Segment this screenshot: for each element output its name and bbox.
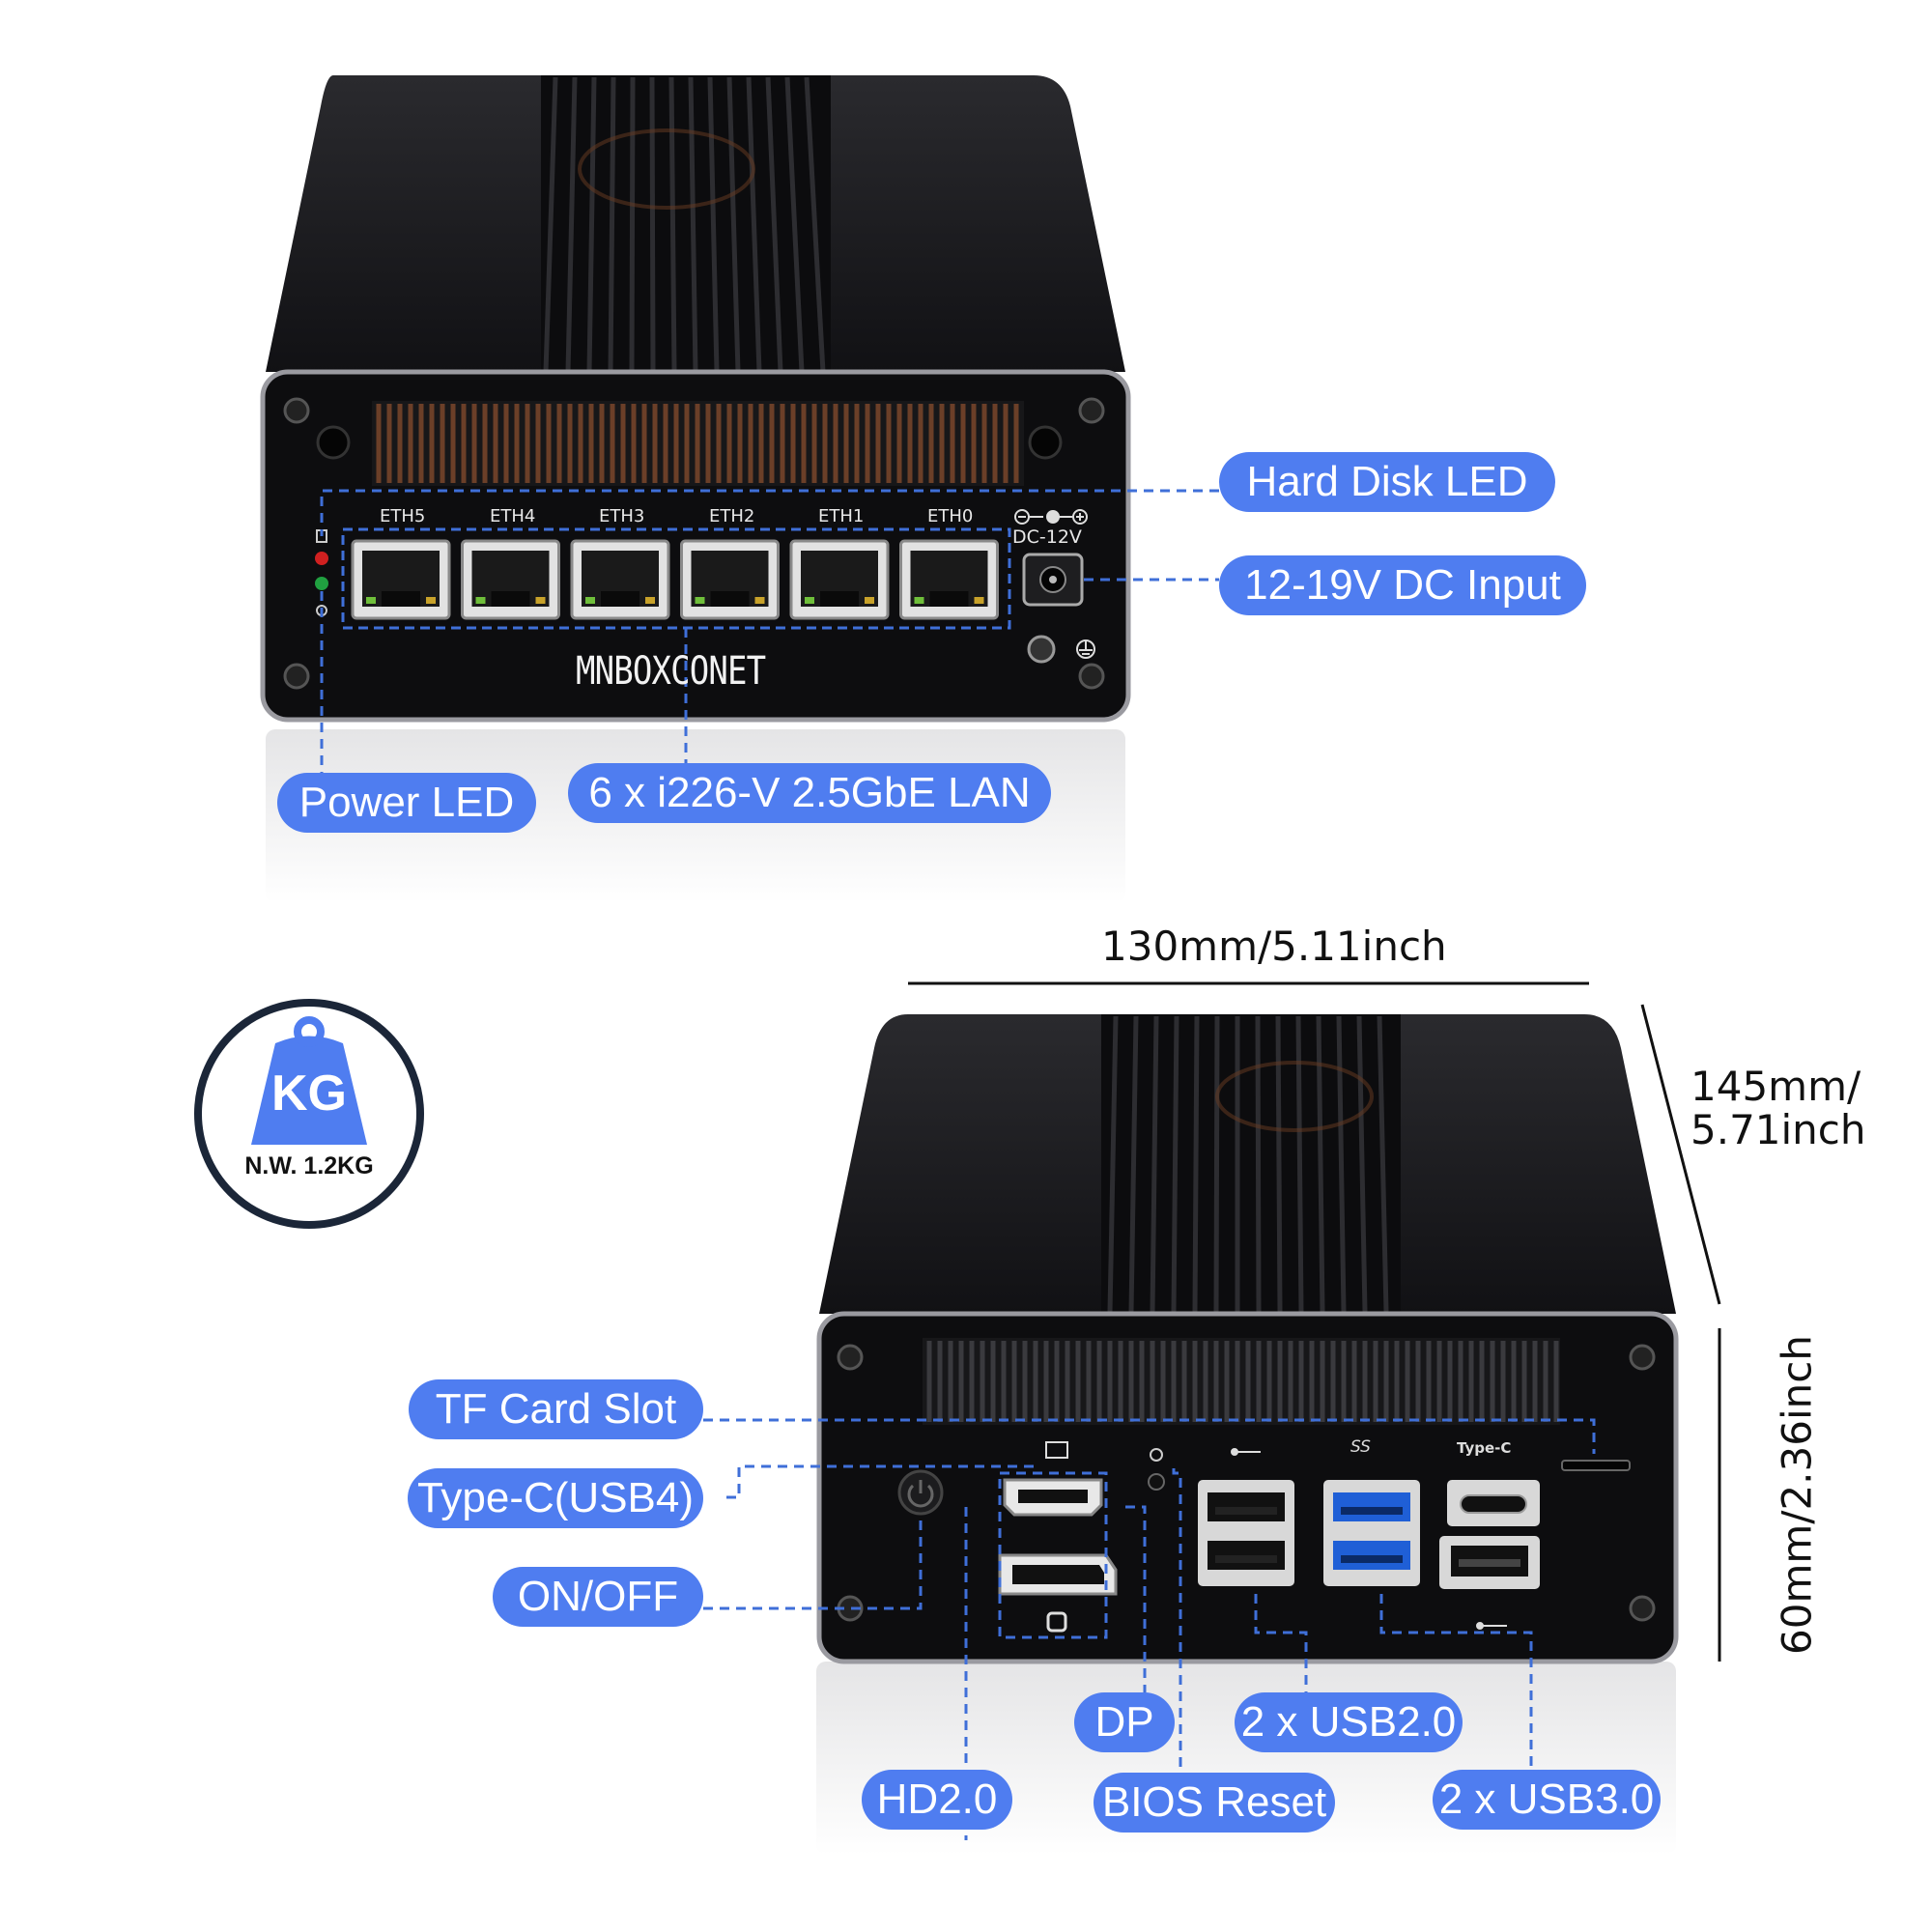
ethernet-port-eth5[interactable] [351, 539, 451, 620]
callout-usb2: 2 x USB2.0 [1235, 1692, 1463, 1752]
ground-screw [1027, 635, 1056, 664]
weight-unit: KG [271, 1065, 347, 1122]
screw [283, 663, 310, 690]
power-led [315, 577, 328, 590]
type-c-port[interactable] [1447, 1480, 1540, 1526]
usb-icon [1476, 1622, 1507, 1630]
weight-icon [251, 1036, 367, 1145]
callout-power-led: Power LED [277, 773, 536, 833]
usb2-ports[interactable] [1198, 1480, 1294, 1586]
eth-label: ETH0 [927, 506, 974, 526]
screw [1078, 397, 1105, 424]
antenna-port [316, 425, 351, 460]
callout-lan: 6 x i226-V 2.5GbE LAN [568, 763, 1051, 823]
usb3-ports[interactable] [1323, 1480, 1420, 1586]
callout-tf-card: TF Card Slot [409, 1379, 703, 1439]
callout-hd: HD2.0 [862, 1770, 1012, 1830]
dimension-depth: 145mm/ [1690, 1063, 1861, 1110]
dp-icon [1046, 1611, 1067, 1633]
top-heatsink [1101, 1014, 1401, 1314]
ethernet-port-eth4[interactable] [461, 539, 560, 620]
weight-badge [194, 999, 424, 1229]
dc-polarity-icon [1014, 509, 1088, 525]
eth-label: ETH3 [599, 506, 645, 526]
eth-label: ETH1 [818, 506, 865, 526]
eth-label: ETH2 [709, 506, 755, 526]
tf-card-slot[interactable] [1561, 1460, 1631, 1471]
screw [283, 397, 310, 424]
hd-icon [1045, 1441, 1068, 1459]
dc-label: DC-12V [1012, 526, 1082, 548]
ss-label: SS [1350, 1437, 1371, 1457]
rear-device [816, 1014, 1679, 1855]
callout-on-off: ON/OFF [493, 1567, 703, 1627]
bios-reset-button[interactable] [1148, 1473, 1165, 1491]
front-device [260, 75, 1131, 903]
bios-reset-icon [1150, 1448, 1163, 1462]
ethernet-port-eth0[interactable] [899, 539, 999, 620]
ethernet-port-eth2[interactable] [680, 539, 780, 620]
usb-icon [1231, 1448, 1261, 1456]
screw [1078, 663, 1105, 690]
dimension-width: 130mm/5.11inch [1101, 923, 1447, 970]
brand-logo-text: MNBOXCONET [576, 649, 766, 694]
usb3-side-port[interactable] [1439, 1536, 1540, 1589]
ethernet-ports [351, 539, 999, 620]
ethernet-port-eth3[interactable] [570, 539, 670, 620]
callout-type-c: Type-C(USB4) [408, 1468, 703, 1528]
weight-text: N.W. 1.2KG [244, 1152, 374, 1179]
callout-dc-input: 12-19V DC Input [1219, 555, 1586, 615]
eth-label: ETH4 [490, 506, 536, 526]
dimension-lines [908, 981, 1721, 1662]
screw [837, 1344, 864, 1371]
callout-hard-disk-led: Hard Disk LED [1219, 452, 1555, 512]
type-c-label: Type-C [1457, 1439, 1512, 1457]
front-leader-lines [320, 489, 1219, 781]
displayport-port[interactable] [998, 1553, 1118, 1596]
eth-label: ETH5 [380, 506, 426, 526]
rear-leader-lines [703, 1418, 1596, 1840]
antenna-port [1028, 425, 1063, 460]
screw [1629, 1344, 1656, 1371]
ethernet-port-eth1[interactable] [789, 539, 890, 620]
dimension-depth-inch: 5.71inch [1690, 1106, 1866, 1153]
hdmi-port[interactable] [1003, 1478, 1103, 1517]
callout-dp: DP [1074, 1692, 1175, 1752]
callout-bios-reset: BIOS Reset [1094, 1773, 1335, 1833]
screw [1629, 1595, 1656, 1622]
top-heatsink [541, 75, 831, 373]
ground-icon [1076, 639, 1095, 659]
callout-usb3: 2 x USB3.0 [1433, 1770, 1661, 1830]
power-icon [907, 1480, 934, 1508]
dimension-height: 60mm/2.36inch [1773, 1335, 1821, 1655]
hdd-led [315, 552, 328, 565]
